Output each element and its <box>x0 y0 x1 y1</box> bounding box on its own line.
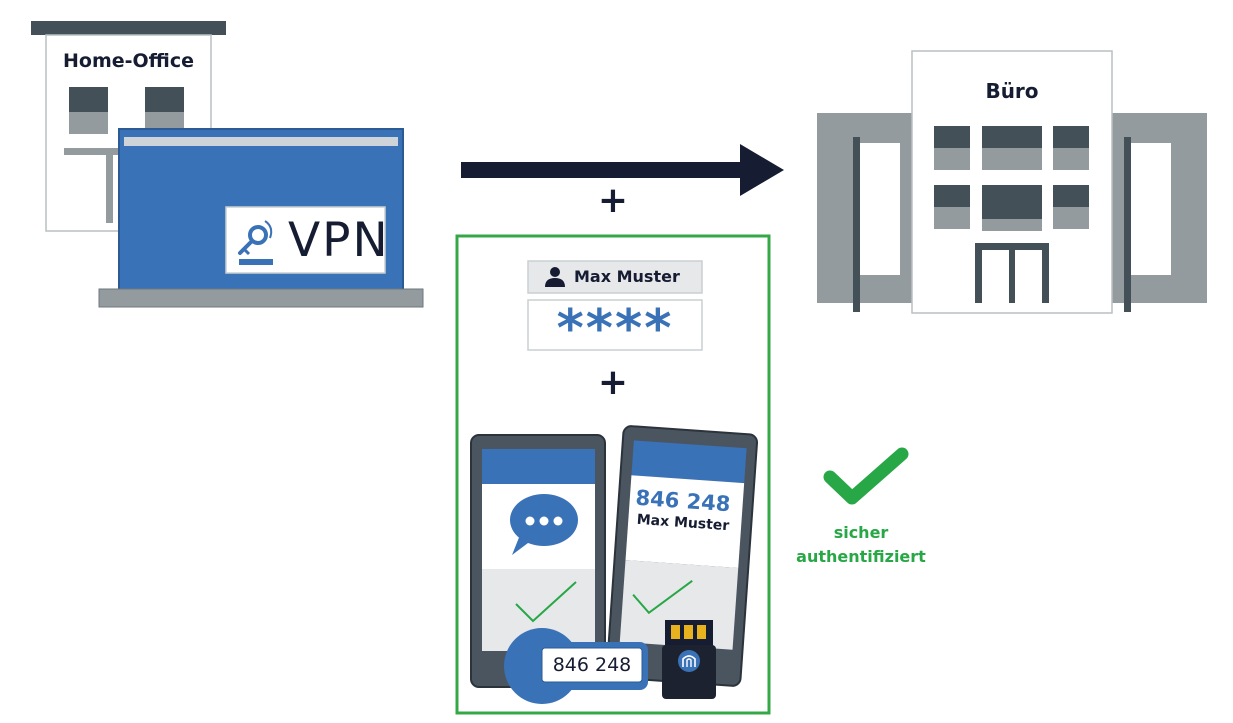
home-office-window-right-top <box>145 87 184 112</box>
laptop-title-bar <box>124 137 398 146</box>
phone-right <box>605 425 759 687</box>
token-code: 846 248 <box>552 654 632 676</box>
phone-left-check-icon <box>515 581 577 623</box>
home-office-label: Home-Office <box>62 50 194 72</box>
success-check-icon <box>823 447 909 505</box>
office-label: Büro <box>985 79 1039 103</box>
chat-bubble-icon <box>510 494 578 555</box>
result-line-1: sicher <box>833 523 889 542</box>
vpn-label: VPN <box>288 213 390 268</box>
fingerprint-icon <box>678 650 700 672</box>
office-building <box>817 50 1207 314</box>
key-icon <box>238 220 273 265</box>
phone-left <box>470 434 606 688</box>
password-field <box>527 299 703 351</box>
home-office-window-left-top <box>69 87 108 112</box>
authentication-box <box>455 234 771 715</box>
home-office-door-frame <box>106 155 113 223</box>
user-icon <box>545 267 565 287</box>
username-field <box>527 260 703 294</box>
home-office-window-left-bottom <box>69 112 108 134</box>
result-line-2: authentifiziert <box>796 547 926 566</box>
office-door <box>975 243 1049 303</box>
plus-sign-top: + <box>597 180 629 221</box>
home-office-roof <box>31 21 226 35</box>
laptop-base <box>98 288 424 308</box>
username-value: Max Muster <box>574 267 680 286</box>
phone-right-check-icon <box>632 579 693 615</box>
connection-arrow <box>461 144 784 196</box>
key-fob-token <box>504 628 648 704</box>
laptop <box>98 128 424 308</box>
usb-token <box>662 620 716 699</box>
password-mask: **** <box>556 299 674 359</box>
home-office-ledge <box>64 148 124 155</box>
plus-sign-middle: + <box>597 362 629 403</box>
